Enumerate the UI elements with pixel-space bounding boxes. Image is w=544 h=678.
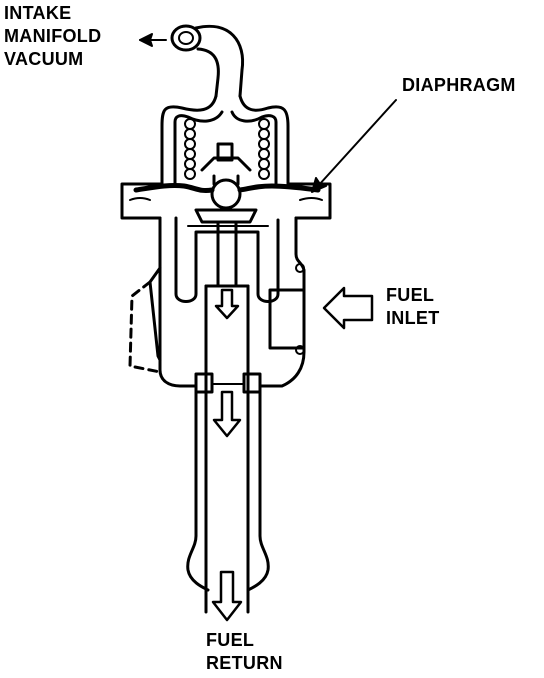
mount-bracket bbox=[128, 266, 162, 374]
fuel-return-line-2: RETURN bbox=[206, 653, 283, 673]
flow-arrow-return bbox=[211, 570, 243, 622]
fuel-return-line-1: FUEL bbox=[206, 630, 255, 650]
diaphragm bbox=[133, 183, 321, 193]
spring-right bbox=[258, 118, 270, 180]
valve-tube bbox=[204, 220, 250, 614]
fuel-inlet-arrow bbox=[322, 286, 374, 330]
return-tube bbox=[186, 390, 270, 592]
intake-manifold-vacuum-label: INTAKE MANIFOLD VACUUM bbox=[4, 2, 101, 71]
fuel-return-label: FUEL RETURN bbox=[206, 629, 283, 675]
flow-arrow-upper bbox=[214, 288, 240, 320]
intake-label-line-2: MANIFOLD bbox=[4, 26, 102, 46]
housing-flange bbox=[120, 182, 332, 220]
fuel-inlet-line-2: INLET bbox=[386, 308, 440, 328]
diaphragm-label: DIAPHRAGM bbox=[402, 74, 516, 97]
valve-stem bbox=[194, 142, 258, 224]
spring-left bbox=[184, 118, 196, 180]
intake-label-line-1: INTAKE bbox=[4, 3, 72, 23]
intake-label-line-3: VACUUM bbox=[4, 49, 84, 69]
fuel-inlet-label: FUEL INLET bbox=[386, 284, 440, 330]
intake-leader-arrow bbox=[139, 33, 167, 47]
diaphragm-leader-arrow bbox=[311, 99, 397, 193]
fuel-inlet-line-1: FUEL bbox=[386, 285, 435, 305]
upper-housing bbox=[160, 94, 290, 186]
flow-arrow-middle bbox=[212, 390, 242, 438]
diaphragm-label-text: DIAPHRAGM bbox=[402, 75, 516, 95]
vacuum-nipple bbox=[170, 24, 245, 98]
lower-housing bbox=[158, 216, 306, 388]
